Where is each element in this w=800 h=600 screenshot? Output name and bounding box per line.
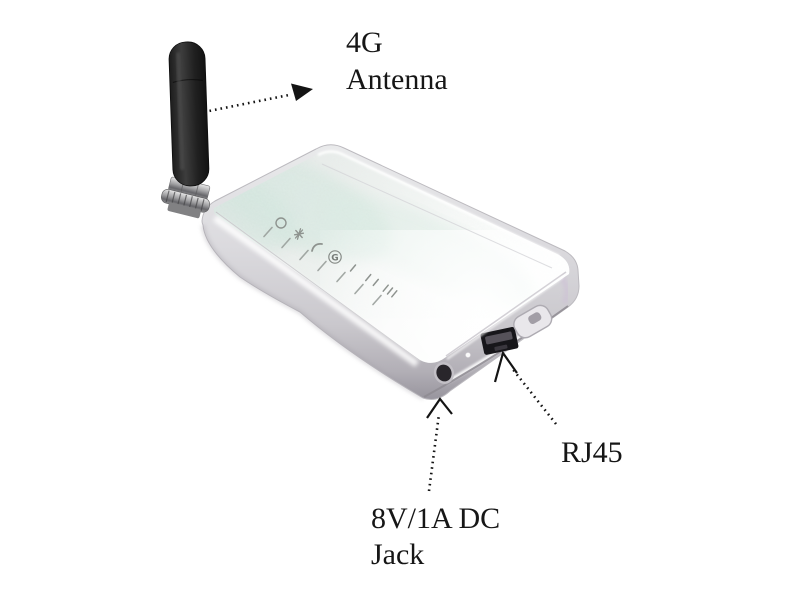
antenna [161,41,211,219]
antenna-connector [161,176,211,219]
reset-dot [465,352,471,358]
rj45-port [480,326,519,355]
power-icon [275,217,287,229]
antenna-label-line2: Antenna [346,63,448,96]
g-icon-letter: G [331,254,338,264]
dc-jack-arrow [426,397,453,492]
antenna-arrow [203,83,313,114]
signal-level-3-icon [382,284,398,298]
dc-label-line1: 8V/1A DC [371,502,501,535]
led-indicator-strip: G [263,217,398,306]
antenna-label-line1: 4G [346,26,383,59]
g-icon: G [328,250,342,264]
star-icon [293,228,305,240]
antenna-body [168,41,210,187]
callout-arrows [203,83,558,492]
antenna-callout-label: 4G Antenna [346,24,448,98]
signal-level-2-icon [364,273,380,287]
rj45-callout-label: RJ45 [561,436,623,469]
dc-jack-callout-label: 8V/1A DC Jack [371,501,500,573]
handset-icon [311,242,323,252]
rj45-arrow [493,350,558,425]
led-ticks [263,226,382,306]
signal-level-1-icon [349,264,357,272]
sim-slot-cover [513,304,553,339]
dc-label-line2: Jack [371,538,425,571]
dc-jack [433,362,455,384]
